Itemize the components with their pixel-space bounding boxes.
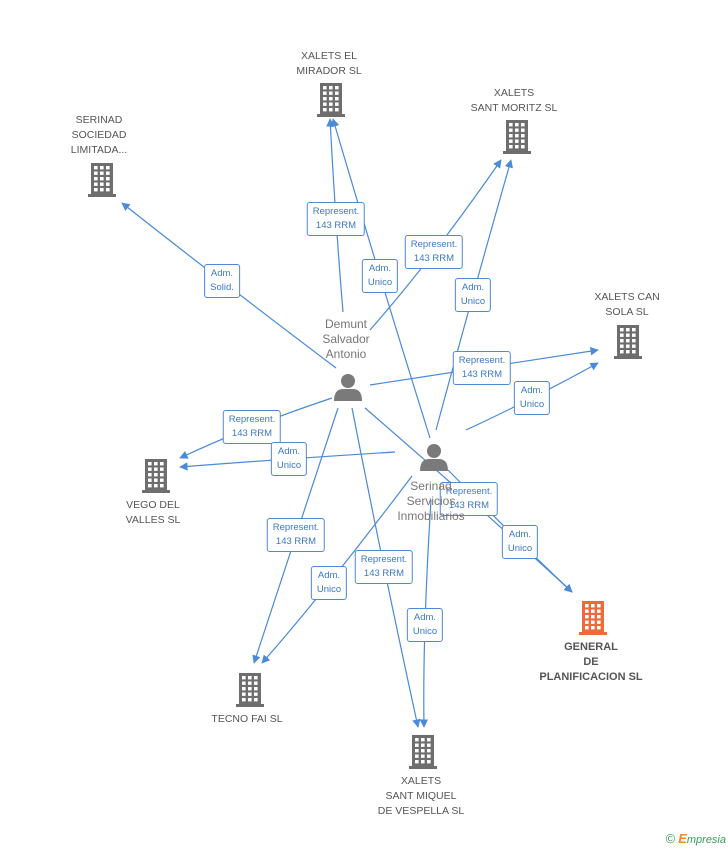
company-name-label[interactable]: XALETS CAN SOLA SL — [594, 291, 660, 318]
company-name-label[interactable]: XALETS SANT MORITZ SL — [470, 87, 558, 114]
person-icon[interactable] — [334, 374, 362, 401]
edge-label[interactable]: Adm. Unico — [310, 566, 348, 600]
edge-label[interactable]: Represent. 143 RRM — [266, 518, 326, 552]
company-name-label[interactable]: GENERAL DE PLANIFICACION SL — [539, 641, 643, 683]
building-icon[interactable] — [579, 601, 607, 635]
building-icon[interactable] — [503, 120, 531, 154]
edge-label[interactable]: Represent. 143 RRM — [404, 235, 464, 269]
edge-label[interactable]: Represent. 143 RRM — [354, 550, 414, 584]
building-icon[interactable] — [88, 163, 116, 197]
company-name-label[interactable]: SERINAD SOCIEDAD LIMITADA... — [70, 114, 128, 156]
edge-label[interactable]: Adm. Unico — [454, 278, 492, 312]
company-name-label[interactable]: TECNO FAI SL — [211, 713, 283, 725]
copyright-symbol: © — [665, 831, 676, 846]
edge-label[interactable]: Represent. 143 RRM — [306, 202, 366, 236]
person-icon[interactable] — [420, 444, 448, 471]
edge-label[interactable]: Represent. 143 RRM — [452, 351, 512, 385]
edge-label[interactable]: Adm. Unico — [270, 442, 308, 476]
nodes-layer — [88, 83, 642, 769]
edge-label[interactable]: Adm. Solid. — [204, 264, 240, 298]
building-icon[interactable] — [317, 83, 345, 117]
brand-logo-e: E — [678, 831, 687, 846]
edge-label[interactable]: Adm. Unico — [501, 525, 539, 559]
brand-watermark: ©Empresia — [666, 831, 726, 846]
person-name-label[interactable]: Serinad Servicios Inmobiliarios — [397, 479, 465, 523]
company-name-label[interactable]: XALETS SANT MIQUEL DE VESPELLA SL — [377, 775, 465, 817]
person-name-label[interactable]: Demunt Salvador Antonio — [322, 317, 370, 361]
company-name-label[interactable]: VEGO DEL VALLES SL — [125, 499, 181, 526]
edge-label[interactable]: Adm. Unico — [513, 381, 551, 415]
building-icon[interactable] — [236, 673, 264, 707]
brand-logo-text: mpresia — [686, 834, 726, 846]
edge-label[interactable]: Represent. 143 RRM — [439, 482, 499, 516]
building-icon[interactable] — [409, 735, 437, 769]
edge-label[interactable]: Represent. 143 RRM — [222, 410, 282, 444]
building-icon[interactable] — [142, 459, 170, 493]
edge-label[interactable]: Adm. Unico — [361, 259, 399, 293]
building-icon[interactable] — [614, 325, 642, 359]
edge-label[interactable]: Adm. Unico — [406, 608, 444, 642]
company-name-label[interactable]: XALETS EL MIRADOR SL — [296, 50, 362, 77]
